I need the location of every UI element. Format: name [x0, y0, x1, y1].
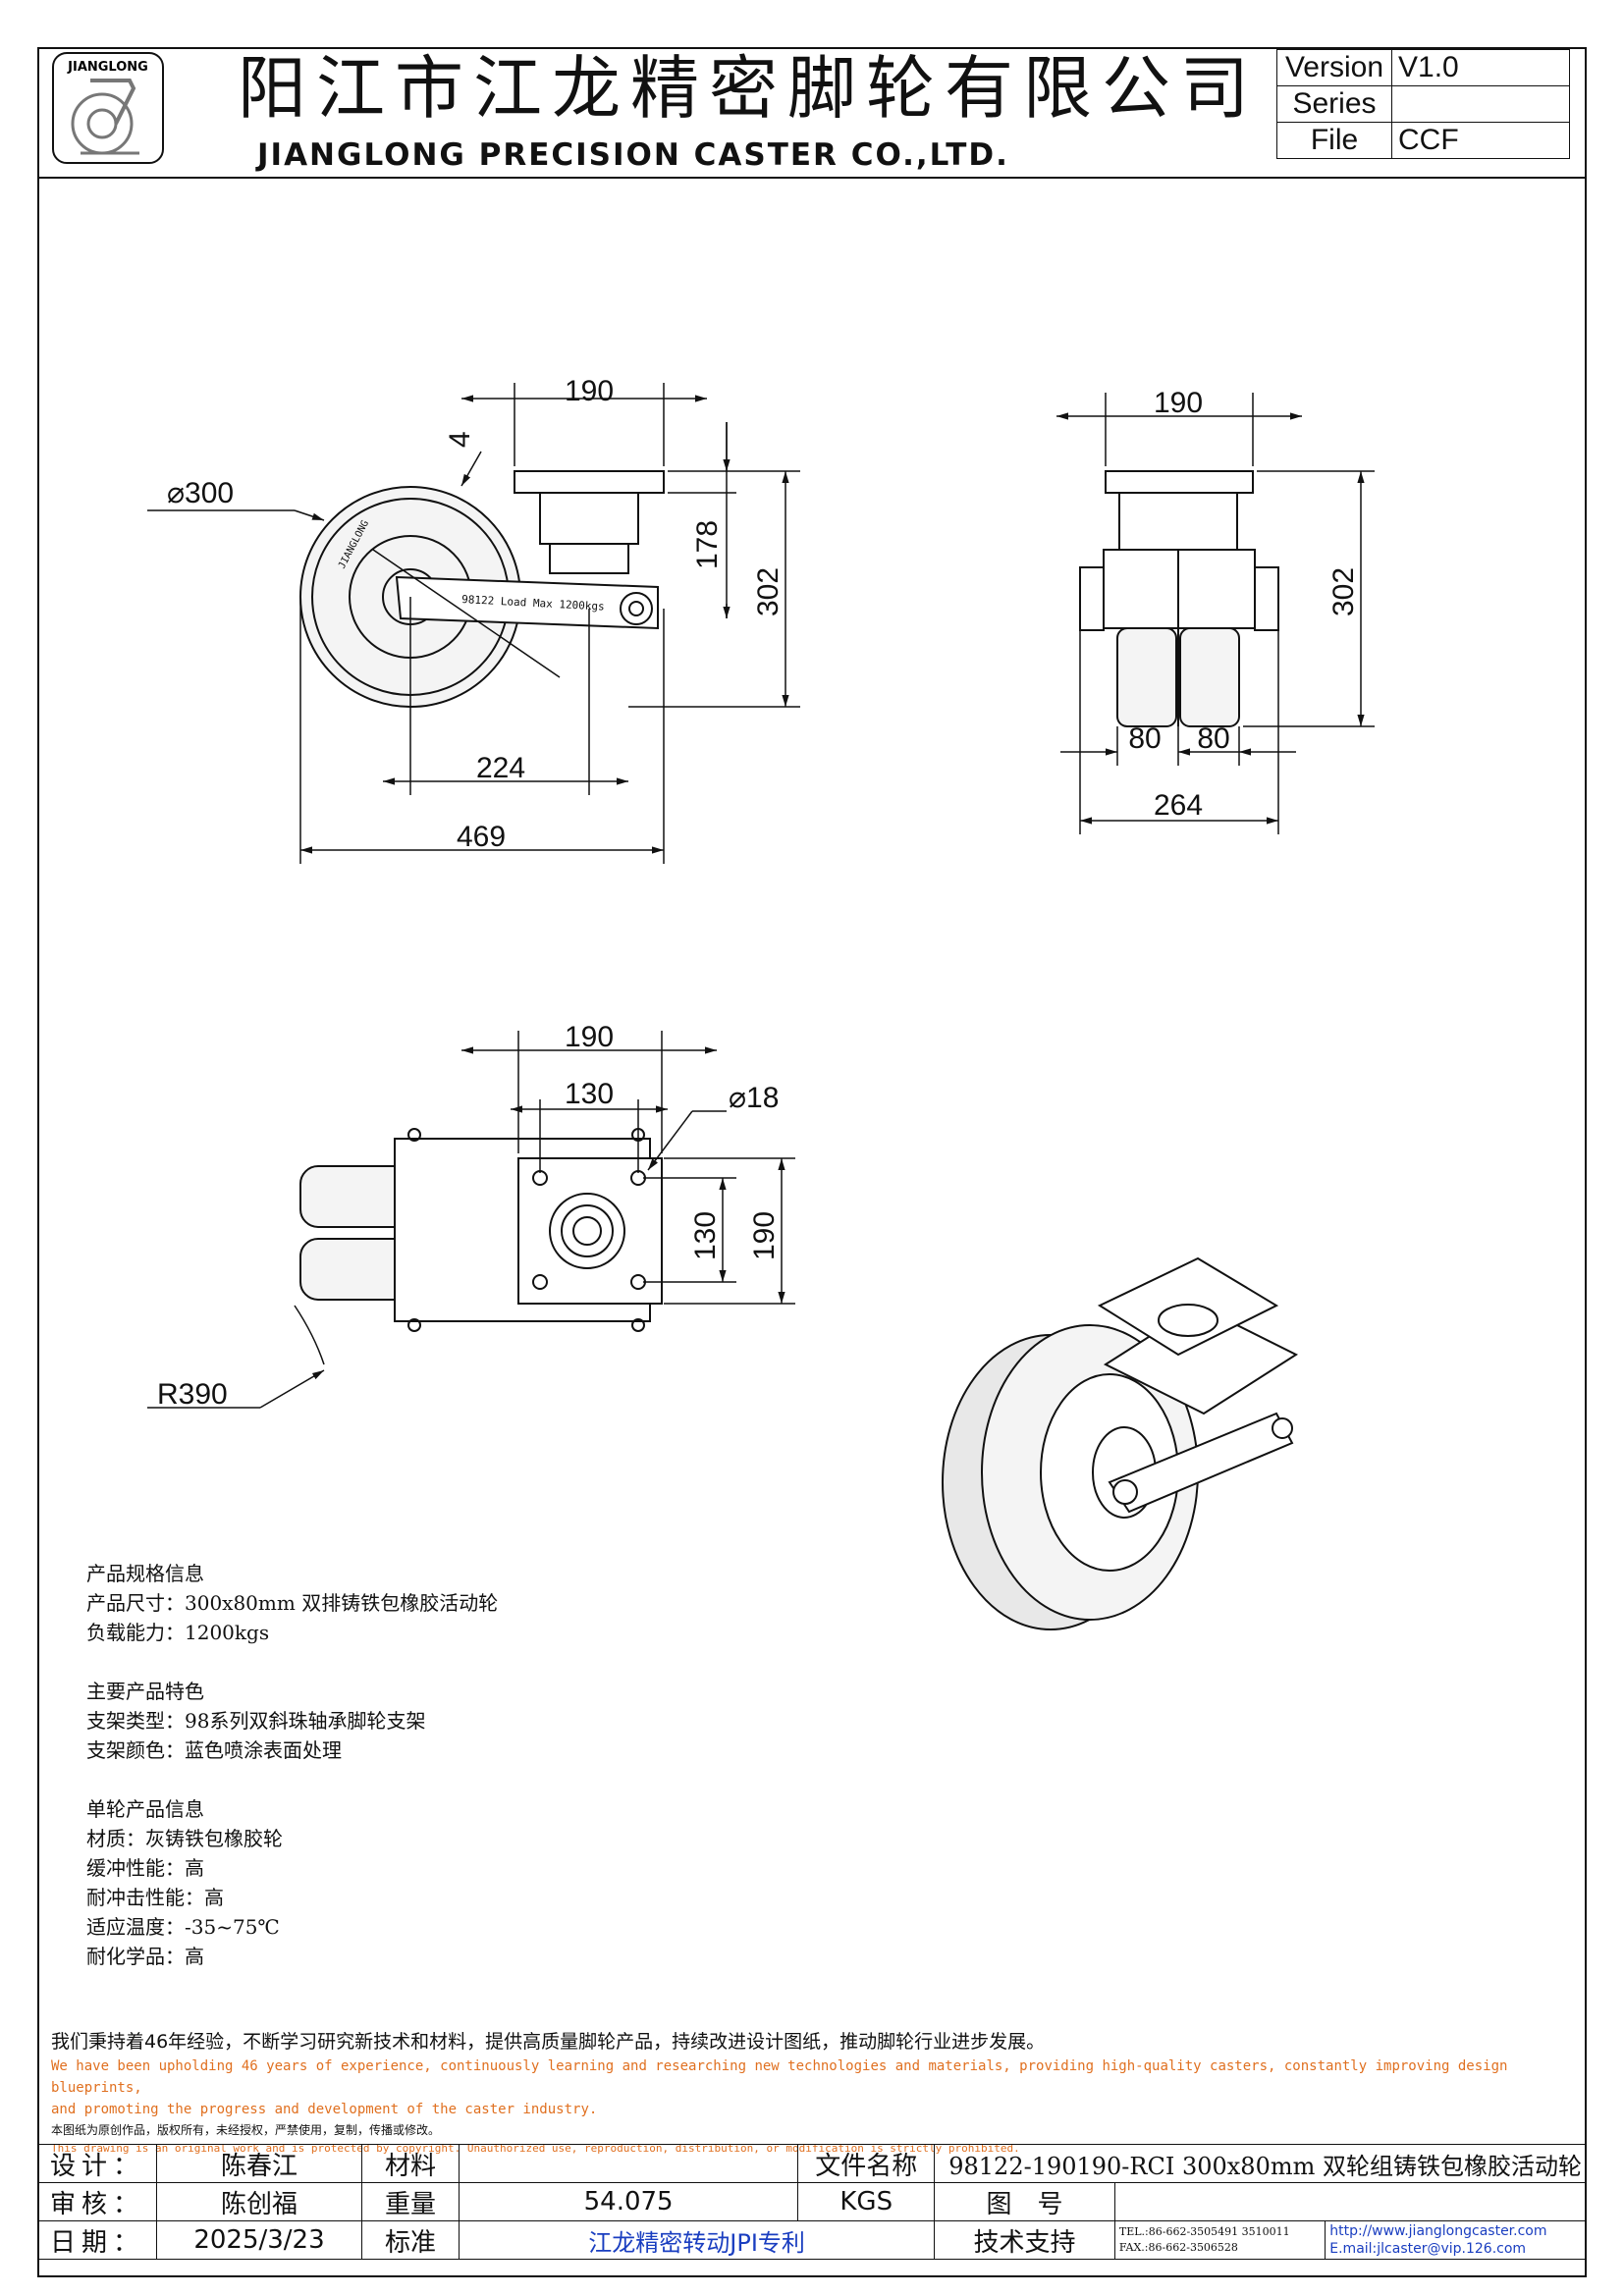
company-name-en: JIANGLONG PRECISION CASTER CO.,LTD.: [257, 137, 1009, 173]
spec-section3-title: 单轮产品信息: [86, 1797, 204, 1821]
statement-en-line2: and promoting the progress and developme…: [51, 2102, 598, 2117]
review-label: 审核：: [37, 2182, 157, 2221]
company-name-cn: 阳江市江龙精密脚轮有限公司: [238, 48, 1259, 129]
spec-temperature: 适应温度：-35~75℃: [86, 1915, 280, 1939]
side-view: 98122 Load Max 1200kgs JIANGLONG: [299, 470, 665, 708]
spec-load: 负载能力：1200kgs: [86, 1621, 270, 1644]
dim-side-wheel-diameter: ⌀300: [167, 477, 234, 509]
spec-cushion: 缓冲性能：高: [86, 1856, 204, 1880]
file-value: CCF: [1391, 122, 1570, 159]
dim-front-total-width: 264: [1154, 789, 1203, 822]
spec-size: 产品尺寸：300x80mm 双排铸铁包橡胶活动轮: [86, 1591, 499, 1615]
dim-front-top-width: 190: [1154, 387, 1203, 419]
dim-front-total-height: 302: [1327, 567, 1360, 616]
dim-top-bolt-spacing-v: 130: [689, 1211, 722, 1260]
email-link[interactable]: E.mail:jlcaster@vip.126.com: [1329, 2241, 1527, 2257]
top-view: [294, 1128, 663, 1365]
version-label: Version: [1276, 49, 1392, 86]
dim-side-top-width: 190: [565, 375, 614, 407]
company-logo: JIANGLONG: [52, 52, 164, 164]
designer-value: 陈春江: [156, 2144, 362, 2183]
dim-front-wheel-left: 80: [1128, 722, 1161, 755]
series-value: [1391, 85, 1570, 123]
spec-section2-title: 主要产品特色: [86, 1680, 204, 1703]
date-value: 2025/3/23: [156, 2220, 362, 2260]
dim-top-bolt-hole: ⌀18: [729, 1082, 779, 1114]
dim-side-total-height: 302: [752, 567, 785, 616]
copyright-cn: 本图纸为原创作品，版权所有，未经授权，严禁使用，复制，传播或修改。: [51, 2123, 441, 2137]
reviewer-value: 陈创福: [156, 2182, 362, 2221]
standard-label: 标准: [361, 2220, 460, 2260]
dim-side-total-length: 469: [457, 821, 506, 853]
spec-chemical: 耐化学品：高: [86, 1945, 204, 1968]
spec-impact: 耐冲击性能：高: [86, 1886, 224, 1909]
weight-value: 54.075: [458, 2182, 799, 2221]
dim-top-plate-length: 190: [748, 1211, 781, 1260]
material-value: [458, 2144, 799, 2183]
dim-side-plate-thickness: 4: [444, 431, 476, 448]
spec-material: 材质：灰铸铁包橡胶轮: [86, 1827, 283, 1850]
dim-side-plate-height: 178: [691, 520, 724, 569]
logo-text: JIANGLONG: [67, 60, 148, 75]
dim-top-swivel-radius: R390: [157, 1378, 228, 1411]
dim-top-plate-width: 190: [565, 1021, 614, 1053]
header: [37, 47, 1587, 179]
support-label: 技术支持: [934, 2220, 1115, 2260]
weight-unit: KGS: [797, 2182, 936, 2221]
material-label: 材料: [361, 2144, 460, 2183]
fax-value: FAX.:86-662-3506528: [1118, 2241, 1238, 2254]
weight-label: 重量: [361, 2182, 460, 2221]
website-link[interactable]: http://www.jianglongcaster.com: [1329, 2223, 1547, 2239]
date-label: 日期：: [37, 2220, 157, 2260]
file-label: File: [1276, 122, 1392, 159]
dim-top-bolt-spacing: 130: [565, 1078, 614, 1110]
drawing-no-value: [1113, 2182, 1588, 2221]
spec-bracket-type: 支架类型：98系列双斜珠轴承脚轮支架: [86, 1709, 426, 1733]
dim-side-offset: 224: [476, 752, 525, 784]
spec-section1-title: 产品规格信息: [86, 1562, 204, 1585]
company-statement: 我们秉持着46年经验，不断学习研究新技术和材料，提供高质量脚轮产品，持续改进设计…: [51, 2028, 1583, 2158]
front-view: [1079, 470, 1279, 727]
tel-value: TEL.:86-662-3505491 3510011: [1118, 2225, 1290, 2238]
filename-value: 98122-190190-RCI 300x80mm 双轮组铸铁包橡胶活动轮: [934, 2144, 1587, 2183]
standard-value: 江龙精密转动JPI专利: [458, 2220, 936, 2260]
title-block: 设计： 陈春江 材料 文件名称 98122-190190-RCI 300x80m…: [37, 2144, 1588, 2260]
drawing-frame: [37, 47, 1587, 2277]
version-value: V1.0: [1391, 49, 1570, 86]
drawing-no-label: 图 号: [934, 2182, 1115, 2221]
spec-bracket-color: 支架颜色：蓝色喷涂表面处理: [86, 1738, 342, 1762]
isometric-view: [942, 1256, 1299, 1630]
design-label: 设计：: [37, 2144, 157, 2183]
product-spec-block: 产品规格信息产品尺寸：300x80mm 双排铸铁包橡胶活动轮负载能力：1200k…: [86, 1559, 498, 1971]
filename-label: 文件名称: [797, 2144, 936, 2183]
statement-en-line1: We have been upholding 46 years of exper…: [51, 2058, 1508, 2096]
dim-front-wheel-right: 80: [1197, 722, 1229, 755]
statement-cn: 我们秉持着46年经验，不断学习研究新技术和材料，提供高质量脚轮产品，持续改进设计…: [51, 2031, 1046, 2053]
